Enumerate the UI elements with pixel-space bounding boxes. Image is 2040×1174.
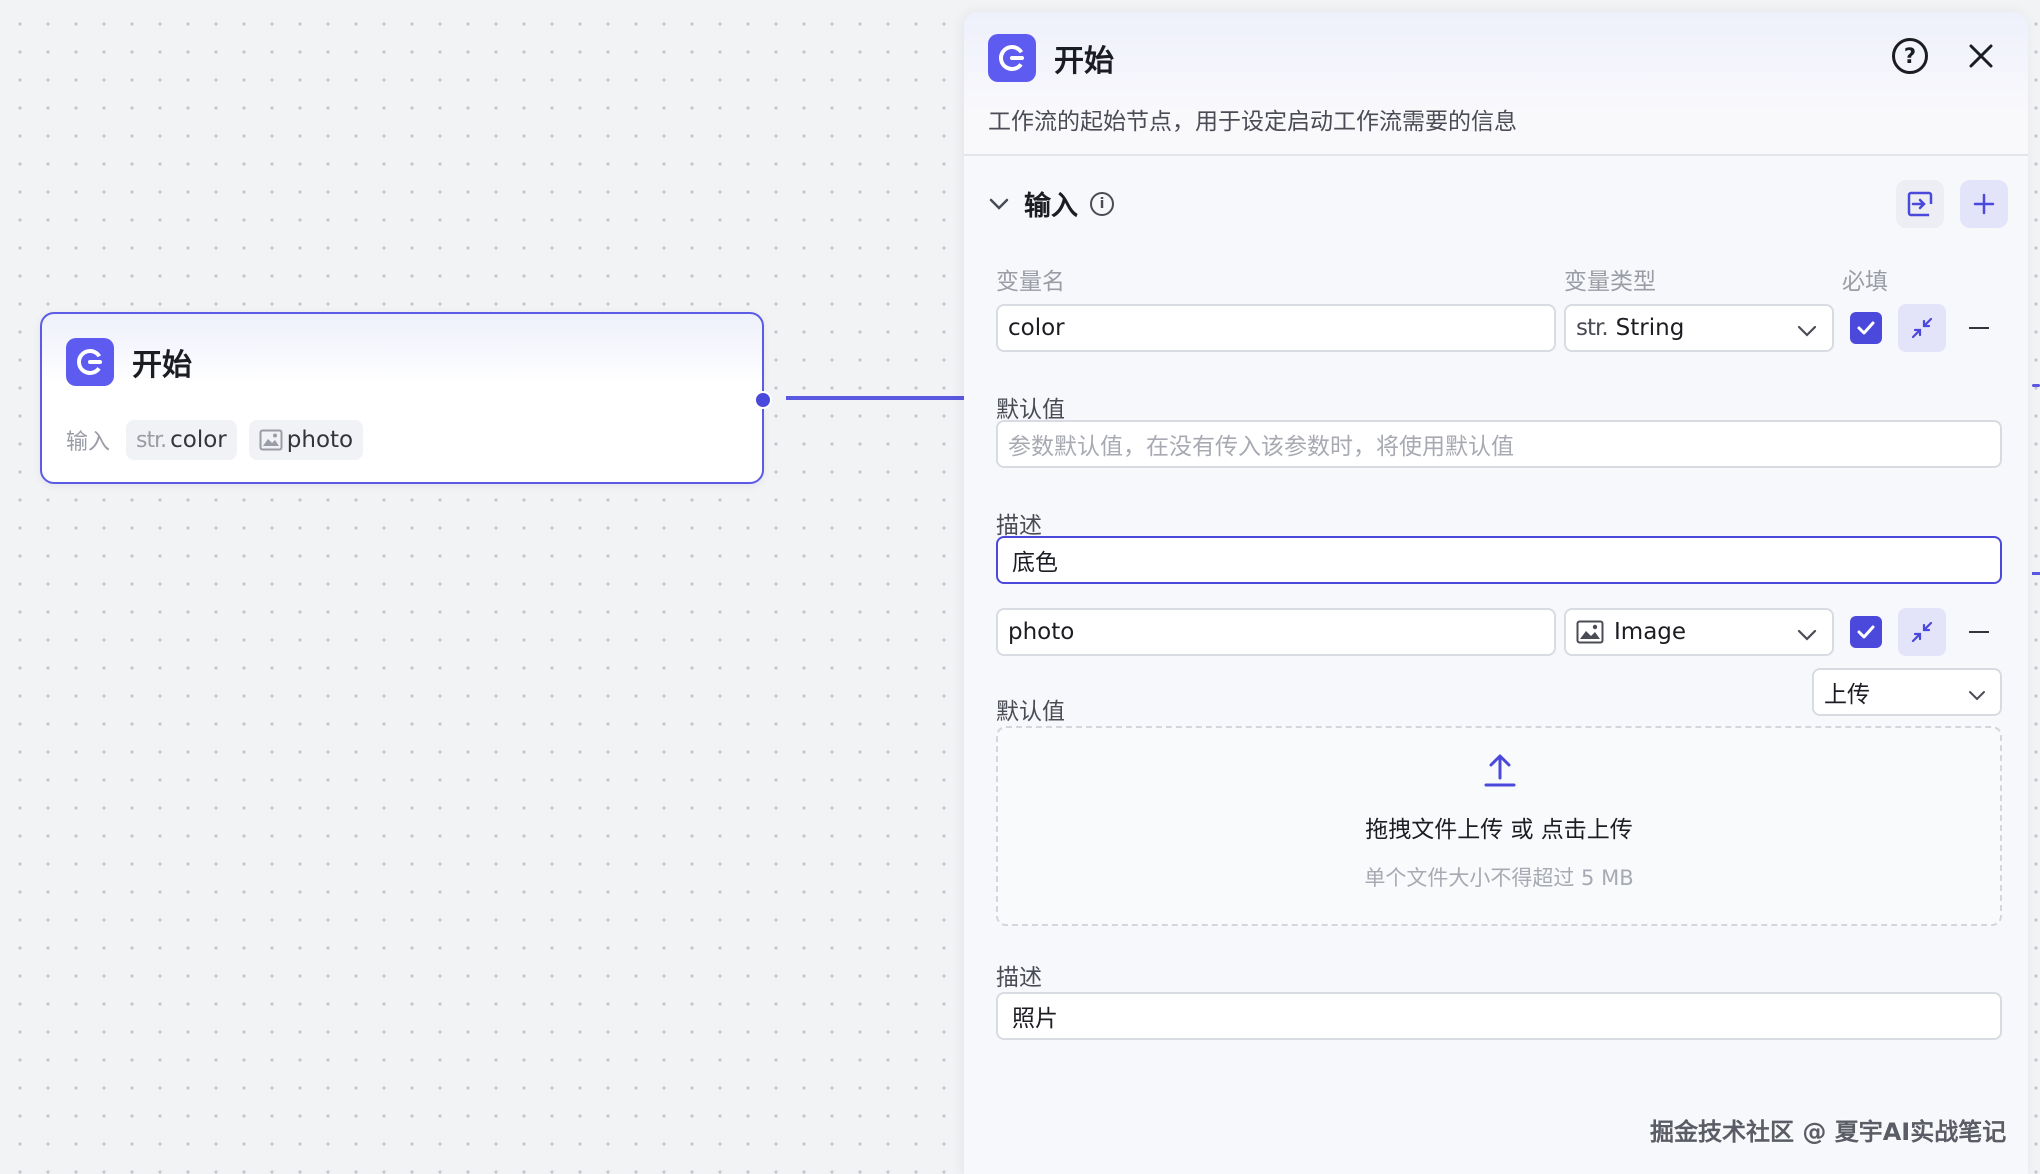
string-type-label: str.	[1576, 315, 1609, 341]
column-label-type: 变量类型	[1564, 269, 1656, 295]
start-node-icon	[66, 338, 114, 386]
variable-name-input[interactable]: photo	[996, 608, 1556, 656]
default-value-input[interactable]: 参数默认值，在没有传入该参数时，将使用默认值	[996, 420, 2002, 468]
close-icon[interactable]	[1963, 38, 1999, 74]
connection-edge	[786, 396, 964, 400]
watermark: 掘金技术社区 @ 夏宇AI实战笔记	[1650, 1118, 2007, 1146]
node-header: 开始	[66, 338, 192, 386]
chevron-down-icon	[1968, 682, 1986, 708]
var-chip-name: color	[170, 427, 227, 453]
node-config-panel: 开始 ? 工作流的起始节点，用于设定启动工作流需要的信息 输入 i 变量名 变量…	[964, 12, 2028, 1174]
description-input[interactable]: 照片	[996, 992, 2002, 1040]
connection-edge-stub	[2032, 572, 2040, 575]
upload-size-hint: 单个文件大小不得超过 5 MB	[1364, 866, 1634, 890]
question-circle-icon[interactable]: ?	[1892, 38, 1928, 74]
collapse-icon[interactable]	[1898, 608, 1946, 656]
required-checkbox[interactable]	[1850, 312, 1882, 344]
description-input[interactable]: 底色	[996, 536, 2002, 584]
variable-name-input[interactable]: color	[996, 304, 1556, 352]
default-value-label: 默认值	[996, 699, 1065, 725]
image-icon	[259, 429, 283, 451]
image-icon	[1576, 620, 1604, 644]
panel-title: 开始	[1054, 44, 1114, 79]
remove-variable-button[interactable]	[1964, 313, 1994, 343]
import-icon[interactable]	[1896, 180, 1944, 228]
remove-variable-button[interactable]	[1964, 617, 1994, 647]
panel-header: 开始 ? 工作流的起始节点，用于设定启动工作流需要的信息	[964, 12, 2028, 156]
panel-description: 工作流的起始节点，用于设定启动工作流需要的信息	[988, 109, 1517, 135]
plus-icon[interactable]	[1960, 180, 2008, 228]
upload-icon	[1483, 752, 1517, 794]
default-mode-value: 上传	[1824, 682, 1870, 708]
string-type-label: str.	[136, 427, 167, 453]
description-label: 描述	[996, 965, 1042, 991]
variable-type-select[interactable]: str. String	[1564, 304, 1834, 352]
variable-type-value: String	[1615, 315, 1685, 341]
panel-title-row: 开始	[988, 34, 1114, 82]
node-output-handle[interactable]	[754, 391, 772, 409]
node-title: 开始	[132, 348, 192, 383]
connection-edge-stub	[2032, 384, 2040, 387]
chevron-down-icon[interactable]	[988, 197, 1010, 211]
description-label: 描述	[996, 513, 1042, 539]
var-chip-color: str. color	[126, 420, 237, 460]
default-value-label: 默认值	[996, 397, 1065, 423]
chevron-down-icon	[1796, 622, 1818, 648]
column-label-required: 必填	[1842, 269, 1888, 295]
var-chip-photo: photo	[248, 420, 364, 460]
inputs-section-header[interactable]: 输入 i	[988, 184, 1114, 223]
upload-dropzone[interactable]: 拖拽文件上传 或 点击上传 单个文件大小不得超过 5 MB	[996, 726, 2002, 926]
column-label-name: 变量名	[996, 269, 1065, 295]
required-checkbox[interactable]	[1850, 616, 1882, 648]
node-inputs-label: 输入	[66, 430, 111, 455]
start-node-card[interactable]: 开始 输入 str. color photo	[40, 312, 764, 484]
var-chip-name: photo	[286, 427, 354, 453]
chevron-down-icon	[1796, 318, 1818, 344]
inputs-section-title: 输入	[1024, 191, 1078, 222]
start-node-icon	[988, 34, 1036, 82]
info-icon[interactable]: i	[1090, 191, 1114, 216]
upload-instruction: 拖拽文件上传 或 点击上传	[1365, 817, 1633, 843]
default-mode-select[interactable]: 上传	[1812, 668, 2002, 716]
variable-type-select[interactable]: Image	[1564, 608, 1834, 656]
variable-type-value: Image	[1614, 619, 1687, 645]
node-inputs: 输入 str. color photo	[66, 420, 375, 460]
collapse-icon[interactable]	[1898, 304, 1946, 352]
